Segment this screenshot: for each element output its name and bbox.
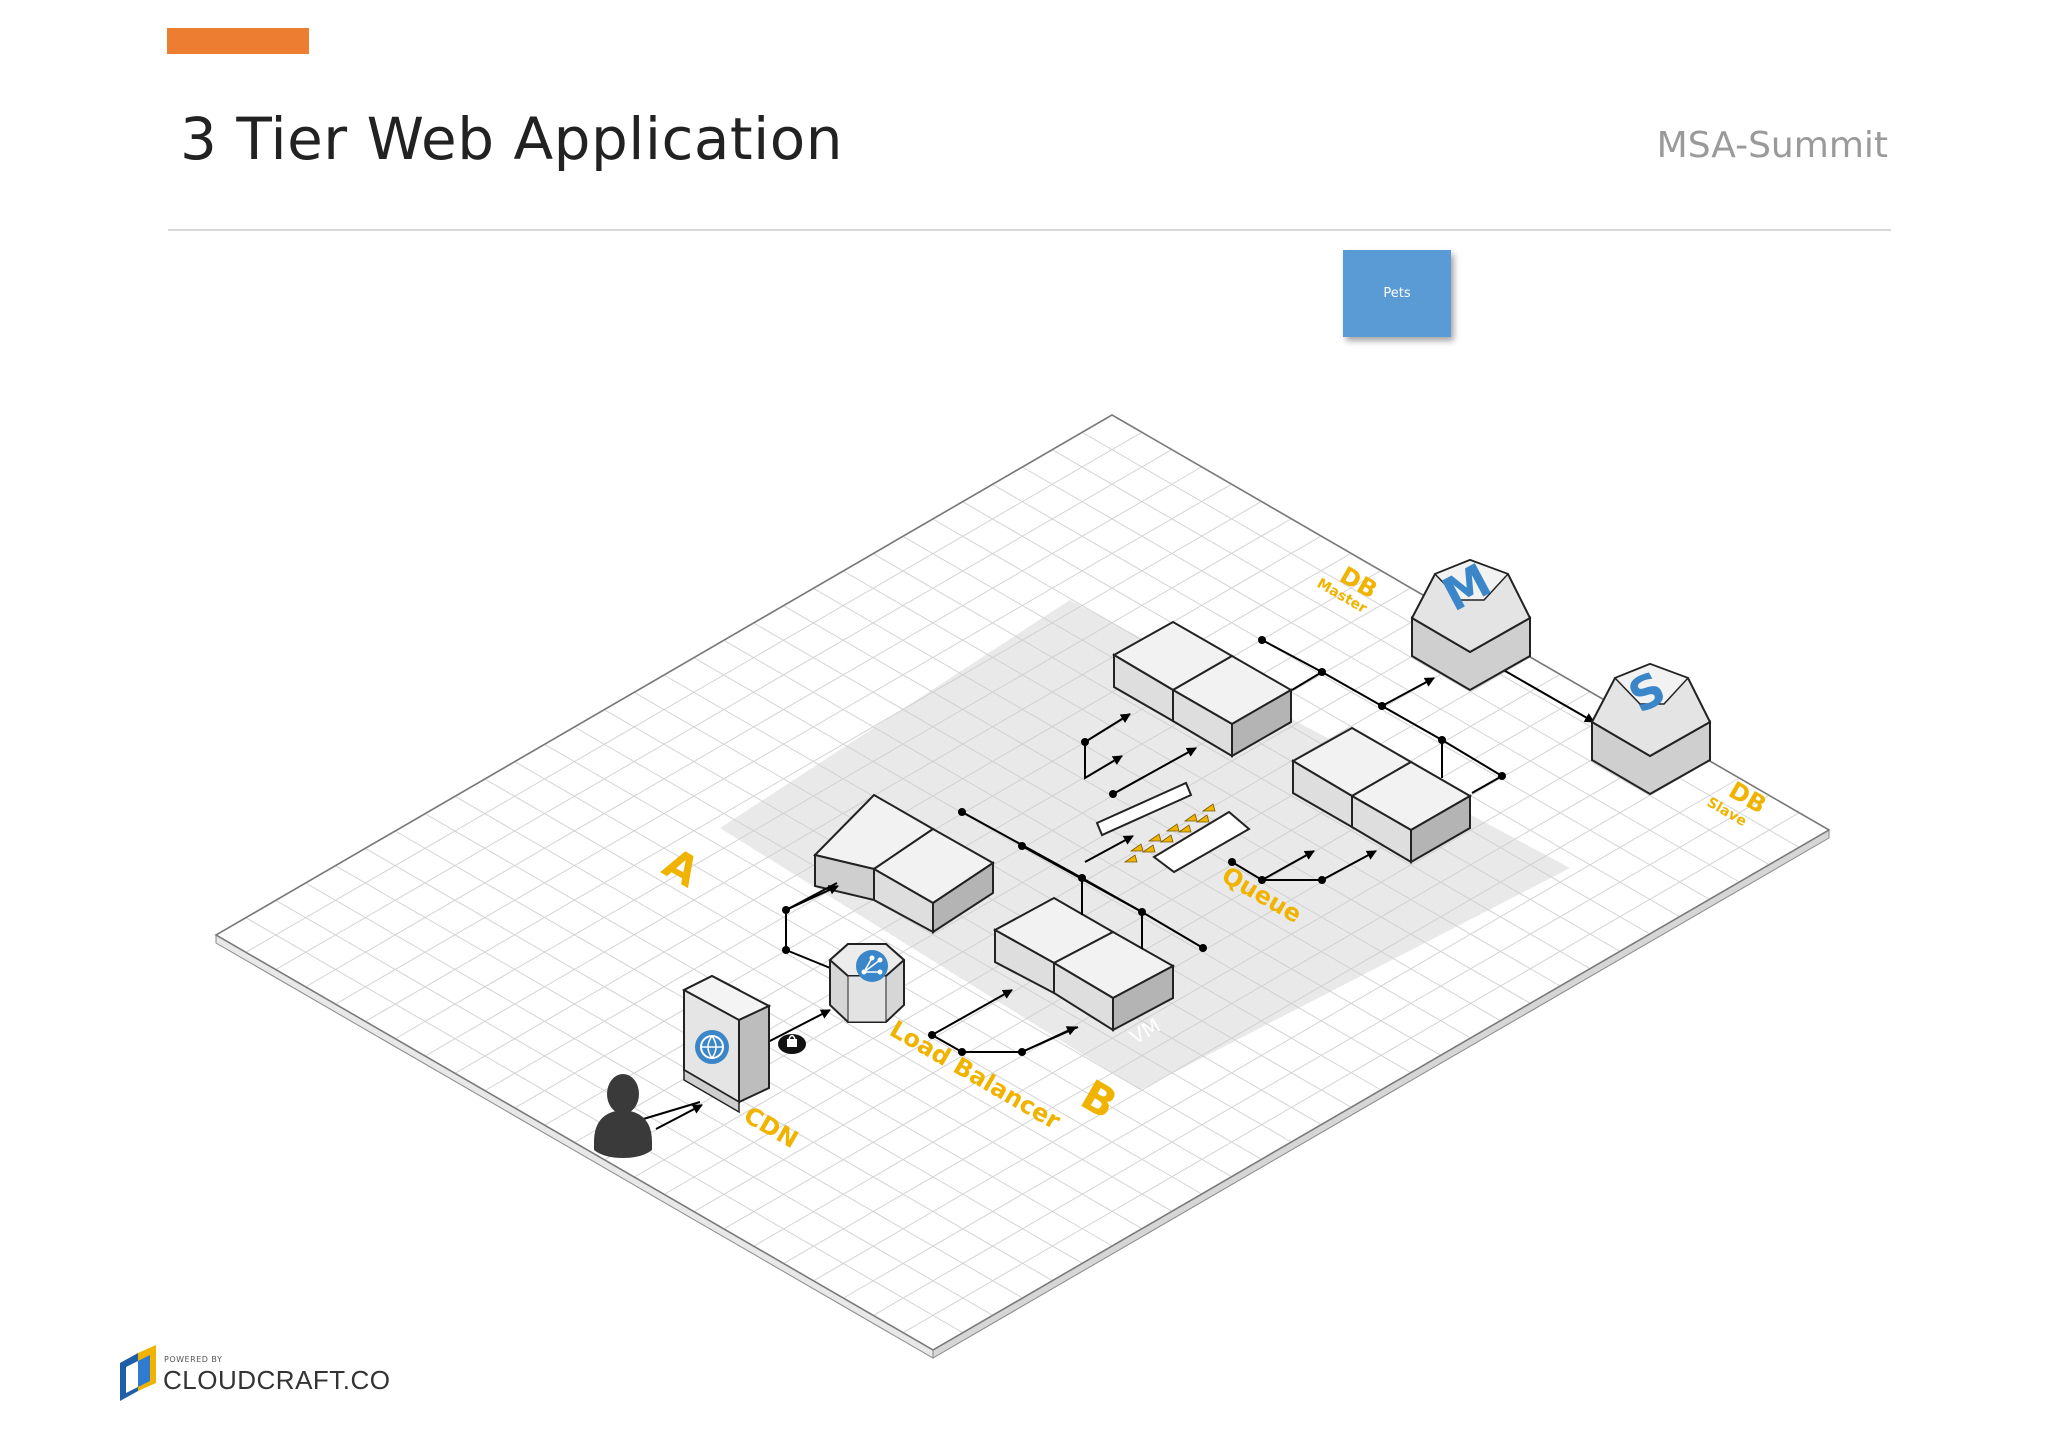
network-icon	[856, 950, 888, 982]
user-icon	[594, 1074, 652, 1158]
server-group-top[interactable]	[1111, 620, 1294, 758]
page-title: 3 Tier Web Application	[180, 105, 844, 173]
connector-dots	[782, 636, 1506, 1056]
queue-arrows	[1123, 803, 1216, 863]
cloudcraft-brand[interactable]: CLOUDCRAFT.CO	[163, 1365, 391, 1395]
server-group-right[interactable]	[1290, 726, 1473, 864]
db-slave[interactable]	[1590, 662, 1712, 796]
pets-box[interactable]: Pets	[1343, 250, 1451, 337]
globe-icon	[695, 1030, 729, 1064]
db-master[interactable]	[1410, 558, 1532, 692]
vm-zone	[720, 600, 1570, 1090]
header-divider	[168, 229, 1891, 231]
powered-by-label: POWERED BY	[164, 1355, 223, 1364]
page-subtitle: MSA-Summit	[1656, 125, 1888, 166]
pets-label: Pets	[1383, 286, 1411, 301]
server-group-b[interactable]	[992, 896, 1176, 1032]
lock-icon	[778, 1034, 806, 1054]
accent-bar	[167, 28, 309, 54]
cloudcraft-logo-icon	[120, 1345, 156, 1401]
queue-bars[interactable]	[1095, 781, 1251, 874]
